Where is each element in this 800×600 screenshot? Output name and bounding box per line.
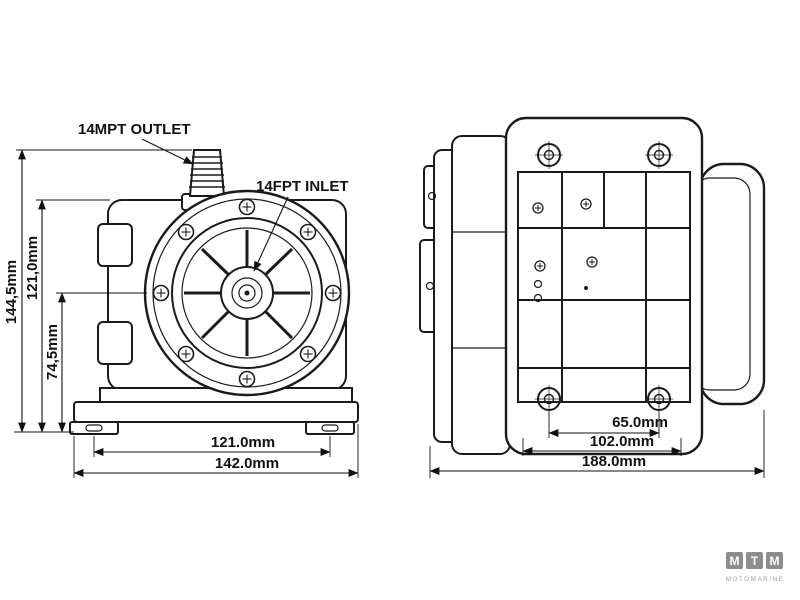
body-tab-upper <box>97 223 133 267</box>
inlet-hub-center <box>244 290 250 296</box>
dim-front-feet-width: 121.0mm <box>211 434 275 451</box>
side-tab-screw-lower <box>425 281 435 291</box>
logo-letter-m2: M <box>770 554 780 568</box>
pump-face-ring <box>171 217 323 369</box>
logo-subtitle: MOTOMARINE <box>726 576 785 583</box>
base-plate <box>73 401 359 423</box>
dim-front-body-height: 121,0mm <box>24 236 41 300</box>
inlet-hub-mid <box>231 277 263 309</box>
logo-mtm: M T M MOTOMARINE <box>726 552 785 583</box>
logo-tile-3 <box>766 552 783 569</box>
outlet-leader-line <box>141 138 194 165</box>
dim-front-center-height: 74,5mm <box>44 324 61 380</box>
foot-right-slot <box>321 424 339 432</box>
side-tab-screw-upper <box>427 191 437 201</box>
dim-front-total-width: 142.0mm <box>215 455 279 472</box>
front-view <box>69 149 359 435</box>
side-dimensions: 65.0mm 102.0mm 188.0mm <box>429 410 765 478</box>
callouts: 14MPT OUTLET 14FPT INLET <box>78 121 349 272</box>
dim-side-bolt-spacing: 65.0mm <box>612 414 668 431</box>
foot-left <box>69 421 119 435</box>
front-dimensions: 144,5mm 121,0mm 74,5mm 121.0mm 142.0mm <box>3 149 359 478</box>
foot-right <box>305 421 355 435</box>
motor-frame-grid <box>518 172 690 402</box>
logo-tile-2 <box>746 552 763 569</box>
logo-letter-m1: M <box>730 554 740 568</box>
dim-side-plate-width: 102.0mm <box>590 433 654 450</box>
inlet-label: 14FPT INLET <box>256 178 349 195</box>
logo-letter-t: T <box>751 554 759 568</box>
body-tab-lower <box>97 321 133 365</box>
inlet-hub-bore <box>238 284 256 302</box>
pump-face-inner-ring <box>181 227 313 359</box>
dim-side-total-width: 188.0mm <box>582 453 646 470</box>
frame-screws <box>532 198 598 303</box>
foot-left-slot <box>85 424 103 432</box>
logo-tile-1 <box>726 552 743 569</box>
rear-handle <box>698 162 766 406</box>
dim-front-total-height: 144,5mm <box>3 260 20 324</box>
side-adapter <box>451 135 511 455</box>
side-view <box>419 116 766 456</box>
outlet-label: 14MPT OUTLET <box>78 121 191 138</box>
inlet-leader-line <box>253 196 289 272</box>
outlet-threads <box>189 156 225 188</box>
impeller-spokes <box>184 230 310 356</box>
